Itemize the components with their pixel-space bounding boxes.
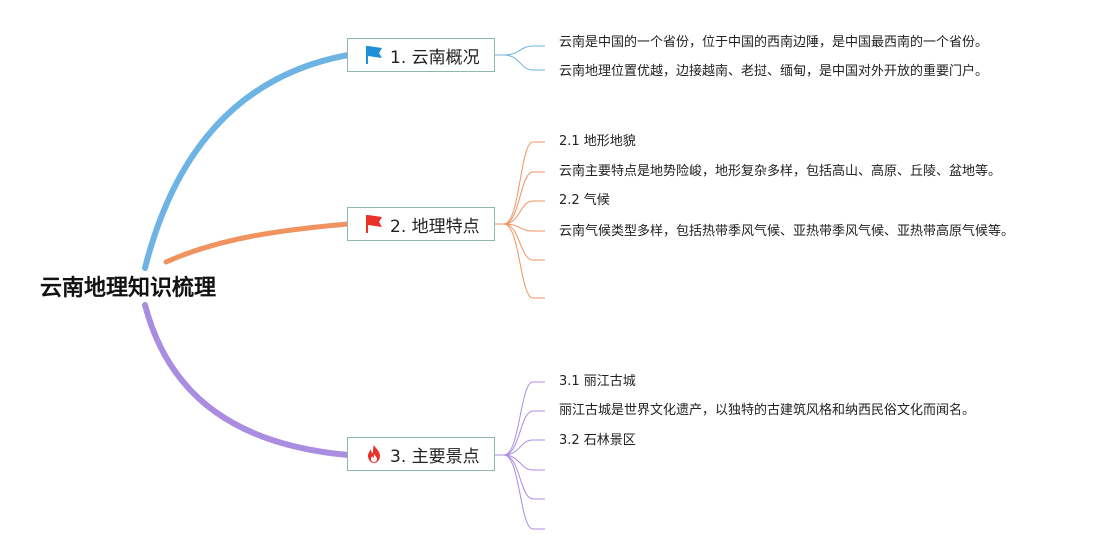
leaf-topic[interactable]: 2.1 地形地貌: [559, 134, 636, 149]
leaf-connector: [494, 439, 545, 456]
leaf-topic[interactable]: 云南是中国的一个省份，位于中国的西南边陲，是中国最西南的一个省份。: [559, 35, 989, 50]
leaf-topic[interactable]: 云南气候类型多样，包括热带季风气候、亚热带季风气候、亚热带高原气候等。: [559, 224, 1015, 239]
branch-connector-2: [163, 221, 351, 265]
leaf-connector: [494, 171, 545, 225]
leaf-topic[interactable]: 2.2 气候: [559, 193, 610, 208]
leaf-topic[interactable]: 3.2 石林景区: [559, 433, 636, 448]
branch-connector-3: [142, 302, 351, 458]
leaf-connector: [494, 223, 545, 232]
fire-icon: [364, 444, 384, 464]
branch-label: 2. 地理特点: [390, 216, 480, 237]
blue-flag-icon: [364, 45, 384, 65]
leaf-topic[interactable]: 3.1 丽江古城: [559, 374, 636, 389]
leaf-connector: [494, 223, 545, 261]
branch-label: 1. 云南概况: [390, 47, 480, 68]
root-topic[interactable]: 云南地理知识梳理: [40, 276, 217, 301]
leaf-connector: [494, 454, 545, 471]
leaf-topic[interactable]: 丽江古城是世界文化遗产，以独特的古建筑风格和纳西民俗文化而闻名。: [559, 403, 976, 418]
branch-connector-1: [142, 52, 351, 271]
leaf-topic[interactable]: 云南主要特点是地势险峻，地形复杂多样，包括高山、高原、丘陵、盆地等。: [559, 164, 1002, 179]
leaf-connector: [494, 141, 545, 225]
branch-node-yunnan-overview[interactable]: 1. 云南概况: [347, 38, 495, 72]
leaf-connector: [494, 45, 545, 56]
leaf-connector: [494, 54, 545, 71]
leaf-connector: [494, 200, 545, 225]
leaf-connector: [494, 381, 545, 456]
branch-label: 3. 主要景点: [390, 446, 480, 467]
leaf-connector: [494, 454, 545, 530]
branch-node-main-attractions[interactable]: 3. 主要景点: [347, 437, 495, 471]
leaf-topic[interactable]: 云南地理位置优越，边接越南、老挝、缅甸，是中国对外开放的重要门户。: [559, 64, 989, 79]
red-flag-icon: [364, 214, 384, 234]
leaf-connector: [494, 223, 545, 299]
branch-node-geography-features[interactable]: 2. 地理特点: [347, 207, 495, 241]
